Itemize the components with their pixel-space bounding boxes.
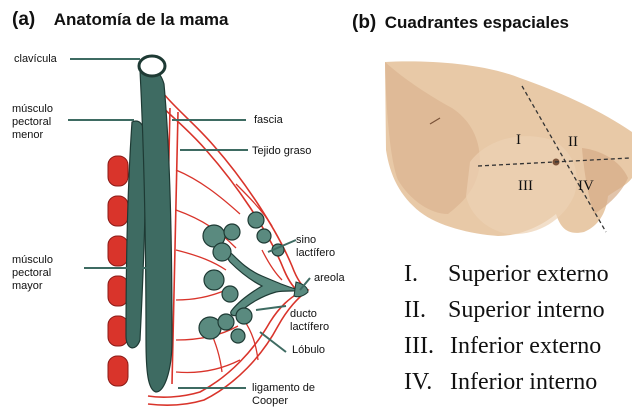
quadrant-num: II. — [404, 292, 448, 328]
quadrant-num: IV. — [404, 364, 450, 400]
label-ligamento-line1: ligamento de — [252, 382, 315, 395]
label-tejido-graso: Tejido graso — [252, 145, 311, 158]
label-pectoral-mayor-line3: mayor — [12, 280, 53, 293]
label-ligamento-cooper: ligamento de Cooper — [252, 382, 315, 408]
quadrant-text: Inferior interno — [450, 369, 597, 395]
label-clavicula: clavícula — [14, 53, 57, 66]
label-pectoral-menor-line3: menor — [12, 129, 53, 142]
leader-lines — [68, 59, 310, 388]
label-sino-line1: sino — [296, 234, 335, 247]
quadrant-text: Inferior externo — [450, 333, 601, 359]
label-pectoral-mayor-line2: pectoral — [12, 267, 53, 280]
torso-illustration — [385, 61, 632, 236]
label-ducto-lactifero: ducto lactífero — [290, 308, 329, 334]
quadrant-legend-row: I.Superior externo — [404, 256, 609, 292]
ribs — [108, 156, 128, 386]
label-sino-line2: lactífero — [296, 247, 335, 260]
label-sino-lactifero: sino lactífero — [296, 234, 335, 260]
quadrant-legend-row: IV.Inferior interno — [404, 364, 609, 400]
quadrant-num: III. — [404, 328, 450, 364]
quadrant-mark-iv: IV — [578, 178, 594, 195]
label-pectoral-menor-line2: pectoral — [12, 116, 53, 129]
label-fascia: fascia — [254, 114, 283, 127]
quadrant-mark-i: I — [516, 132, 521, 149]
pectoralis-major — [140, 68, 172, 392]
label-pectoral-mayor: músculo pectoral mayor — [12, 254, 53, 293]
quadrant-num: I. — [404, 256, 448, 292]
quadrant-text: Superior interno — [448, 297, 605, 323]
quadrant-text: Superior externo — [448, 261, 609, 287]
label-lobulo: Lóbulo — [292, 344, 325, 357]
quadrant-legend: I.Superior externo II.Superior interno I… — [404, 256, 609, 400]
quadrant-mark-ii: II — [568, 134, 578, 151]
quadrant-mark-iii: III — [518, 178, 533, 195]
label-pectoral-mayor-line1: músculo — [12, 254, 53, 267]
label-pectoral-menor: músculo pectoral menor — [12, 103, 53, 142]
quadrant-legend-row: II.Superior interno — [404, 292, 609, 328]
label-areola: areola — [314, 272, 345, 285]
ducts-lobules — [199, 212, 300, 343]
label-ducto-line2: lactífero — [290, 321, 329, 334]
label-pectoral-menor-line1: músculo — [12, 103, 53, 116]
label-ducto-line1: ducto — [290, 308, 329, 321]
label-ligamento-line2: Cooper — [252, 395, 315, 408]
quadrant-legend-row: III.Inferior externo — [404, 328, 609, 364]
